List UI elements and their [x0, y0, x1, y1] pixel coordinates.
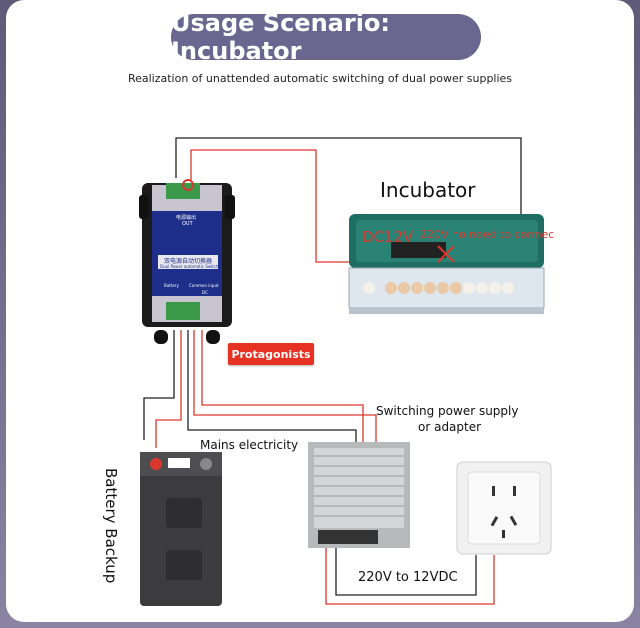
switching-power-label-2: or adapter: [418, 420, 482, 434]
conversion-label: 220V to 12VDC: [358, 570, 458, 585]
power-supply-icon: [308, 442, 410, 548]
page-subtitle: Realization of unattended automatic swit…: [127, 72, 513, 85]
device-top-label-cn: 电源输出: [176, 215, 197, 221]
wire-red-top: [190, 149, 351, 263]
incubator-label: Incubator: [380, 178, 476, 202]
incubator-note: 220V no need to connec: [420, 228, 555, 241]
switch-device-icon: [139, 179, 235, 344]
device-name-cn: 双电源自动切换器: [164, 258, 213, 265]
wire-red-mains: [155, 330, 182, 448]
wire-bottom-black: [335, 548, 477, 596]
wire-red-psu2: [201, 330, 364, 450]
page-title: Usage Scenario: Incubator: [171, 9, 481, 65]
protagonists-tag: Protagonists: [228, 343, 314, 365]
device-top-label-en: OUT: [182, 221, 193, 227]
wiring-diagram: [139, 137, 552, 606]
mains-label: Mains electricity: [200, 438, 299, 452]
device-port-left: Battery: [164, 283, 179, 288]
outlet-icon: [456, 461, 552, 555]
battery-label: Battery Backup: [102, 468, 120, 584]
battery-icon: [140, 452, 222, 606]
incubator-icon: [348, 214, 545, 314]
wire-bottom-red: [325, 548, 495, 605]
device-dc-label: DC: [202, 290, 208, 295]
wire-black-top: [175, 137, 522, 240]
dc12v-label: DC12V: [362, 228, 414, 246]
content-card: Usage Scenario: Incubator Realization of…: [6, 0, 634, 622]
device-port-right: Common input: [189, 283, 219, 288]
device-name-en: Dual Power automatic Switch: [160, 264, 219, 269]
wire-black-battery: [143, 330, 175, 440]
wire-black-psu: [187, 330, 357, 448]
switching-power-label-1: Switching power supply: [376, 404, 519, 418]
